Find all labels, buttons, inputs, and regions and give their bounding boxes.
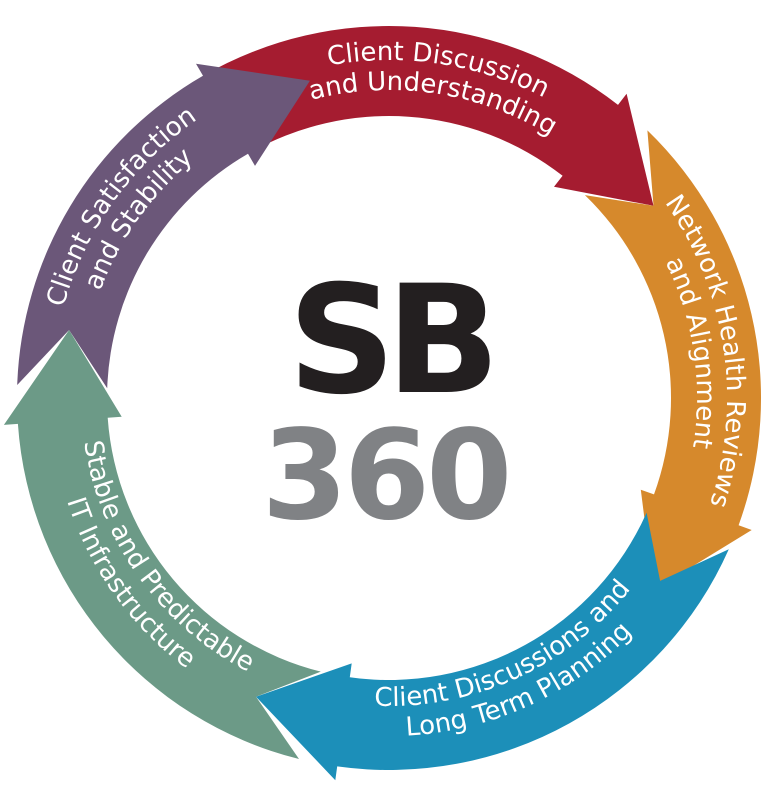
logo-360: 360 (262, 404, 509, 548)
segment-client-satisfaction: Client Satisfaction and Stability (17, 63, 310, 389)
arrow-segment-icon (584, 130, 762, 591)
arrow-segment-icon (203, 26, 654, 206)
logo-sb: SB (288, 254, 490, 428)
segment-client-discussion: Client Discussion and Understanding (203, 26, 654, 206)
arrow-segment-icon (3, 330, 321, 759)
arrow-segment-icon (17, 63, 310, 389)
sb360-logo: SB 360 (262, 254, 513, 548)
segment-network-health: Network Health Reviews and Alignment (584, 130, 762, 591)
arrow-segment-icon (256, 512, 729, 781)
